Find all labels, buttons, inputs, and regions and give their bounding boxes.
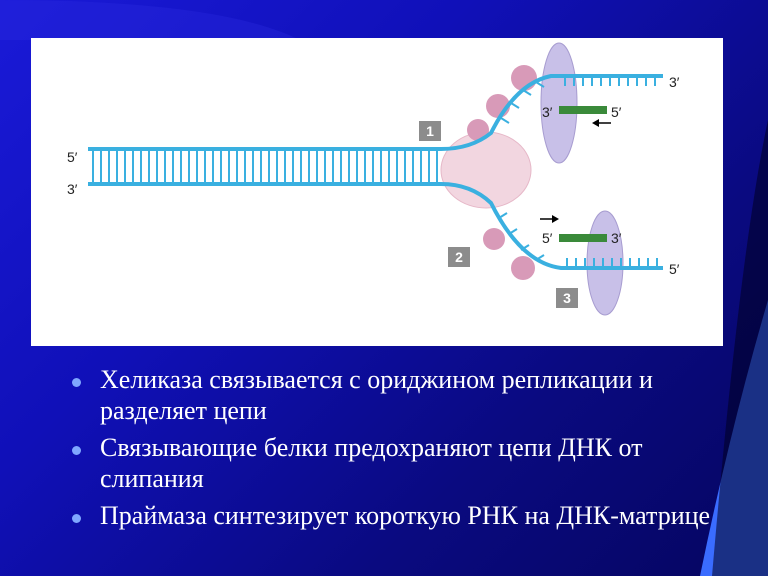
label-5-prime: 5′ xyxy=(611,104,622,120)
ssb-protein xyxy=(483,228,505,250)
bullet-dot-icon xyxy=(72,446,81,455)
svg-text:3: 3 xyxy=(563,290,571,306)
label-5-prime: 5′ xyxy=(542,230,553,246)
label-5-prime: 5′ xyxy=(67,149,78,165)
bullet-dot-icon xyxy=(72,378,81,387)
upper-arrow-icon xyxy=(592,119,611,127)
ssb-protein xyxy=(511,256,535,280)
base-pair-tick xyxy=(508,228,518,235)
bullet-text: Связывающие белки предохраняют цепи ДНК … xyxy=(100,433,643,493)
svg-text:2: 2 xyxy=(455,249,463,265)
bullet-item: Связывающие белки предохраняют цепи ДНК … xyxy=(64,432,744,494)
base-pair-tick xyxy=(510,102,520,109)
bullet-text: Хеликаза связывается с ориджином реплика… xyxy=(100,365,653,425)
ssb-protein xyxy=(467,119,489,141)
bullet-text: Праймаза синтезирует короткую РНК на ДНК… xyxy=(100,501,711,530)
lower-arrow-icon xyxy=(540,215,559,223)
step-1-marker: 1 xyxy=(419,121,441,141)
label-3-prime: 3′ xyxy=(611,230,622,246)
base-pair-tick xyxy=(522,89,532,96)
primase-lower xyxy=(586,210,624,316)
dna-replication-figure: 1 2 3 5′ 3′ 3′ 3′ 5′ 5′ 3′ 5′ xyxy=(31,38,723,346)
base-pair-ticks xyxy=(92,76,658,268)
upper-strand xyxy=(88,74,663,151)
primase-upper xyxy=(540,42,578,164)
lower-strand xyxy=(88,182,663,270)
upper-primer xyxy=(559,106,607,114)
bullet-dot-icon xyxy=(72,514,81,523)
step-2-marker: 2 xyxy=(448,247,470,267)
bullet-item: Хеликаза связывается с ориджином реплика… xyxy=(64,364,744,426)
lower-primer xyxy=(559,234,607,242)
label-3-prime: 3′ xyxy=(542,104,553,120)
label-5-prime: 5′ xyxy=(669,261,680,277)
label-3-prime: 3′ xyxy=(67,181,78,197)
base-pair-tick xyxy=(535,81,545,88)
step-3-marker: 3 xyxy=(556,288,578,308)
base-pair-tick xyxy=(520,244,530,251)
base-pair-tick xyxy=(500,117,510,124)
base-pair-tick xyxy=(535,254,545,261)
svg-text:1: 1 xyxy=(426,123,434,139)
bullet-item: Праймаза синтезирует короткую РНК на ДНК… xyxy=(64,500,744,531)
bullet-list: Хеликаза связывается с ориджином реплика… xyxy=(64,364,744,537)
base-pair-tick xyxy=(498,212,508,219)
label-3-prime: 3′ xyxy=(669,74,680,90)
